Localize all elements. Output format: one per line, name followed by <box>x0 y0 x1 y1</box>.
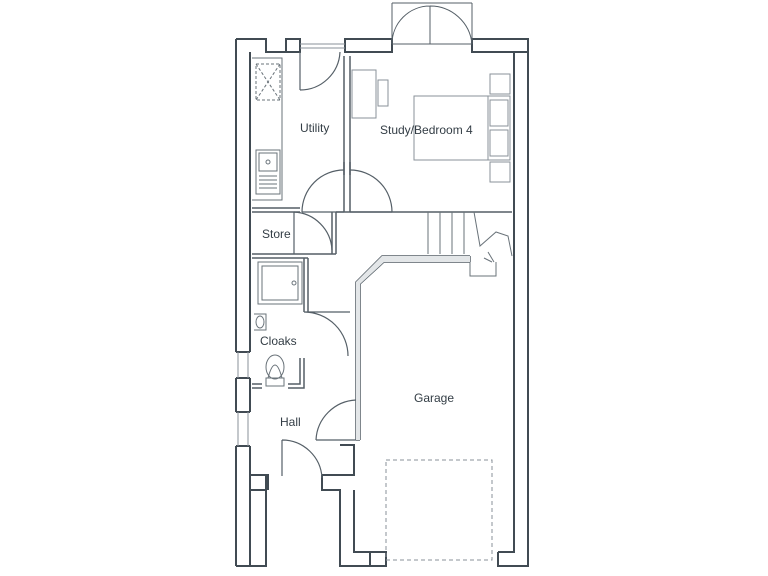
cloaks-fixtures <box>254 261 303 387</box>
garage-door-icon <box>385 459 493 561</box>
cloaks-right-wall <box>288 358 305 389</box>
door-swing-icon <box>281 439 323 479</box>
room-label-store: Store <box>262 227 291 241</box>
desk-icon <box>351 69 389 119</box>
french-doors-icon <box>391 2 473 45</box>
washing-machine-icon <box>255 63 281 101</box>
cloaks-bottom-wall <box>252 383 262 389</box>
room-label-utility: Utility <box>300 121 329 135</box>
store-right-wall <box>331 212 337 255</box>
toilet-icon <box>265 354 285 387</box>
front-wall-left <box>250 474 269 491</box>
store-bottom-wall <box>252 253 332 259</box>
door-swing-icon <box>301 169 345 213</box>
top-wall-right <box>471 38 529 53</box>
bed-icon <box>413 73 511 183</box>
room-label-hall: Hall <box>280 415 301 429</box>
garage-wall-fill <box>356 256 470 440</box>
garage-party-wall <box>355 255 470 440</box>
garage-pier-left <box>370 551 387 567</box>
exterior-walls <box>235 38 529 567</box>
worktop <box>252 57 283 201</box>
door-swing-icon <box>293 211 333 254</box>
top-wall-left <box>285 38 301 53</box>
right-wall <box>497 39 529 567</box>
interior-walls <box>252 56 512 441</box>
front-wall-right <box>321 444 371 567</box>
side-windows <box>237 43 345 446</box>
room-label-cloaks: Cloaks <box>260 334 297 348</box>
staircase-icon <box>427 211 513 277</box>
shower-tray-icon <box>257 261 303 305</box>
door-swing-icon <box>349 169 393 213</box>
door-swing-icon <box>303 311 350 357</box>
basin-icon <box>254 313 267 331</box>
left-wall <box>235 38 286 567</box>
utility-study-wall <box>343 56 351 213</box>
room-label-study: Study/Bedroom 4 <box>380 123 473 137</box>
door-swing-icon <box>315 399 357 441</box>
room-label-garage: Garage <box>414 391 454 405</box>
doors <box>281 51 393 479</box>
sink-icon <box>255 149 281 195</box>
study-furniture <box>351 69 511 183</box>
top-wall-middle <box>344 38 393 53</box>
shower-wall <box>303 258 309 312</box>
door-swing-icon <box>299 51 341 91</box>
utility-fixtures <box>252 57 283 201</box>
